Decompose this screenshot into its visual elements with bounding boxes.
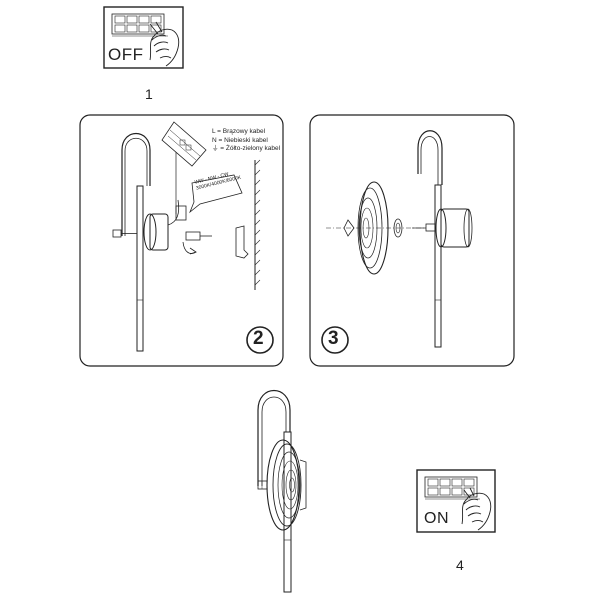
step3-lamp <box>326 130 473 348</box>
hand-icon <box>461 487 492 531</box>
step3-number: 3 <box>328 328 339 349</box>
step1-number: 1 <box>145 86 153 102</box>
step3-badge <box>321 326 349 354</box>
step3-panel <box>309 114 515 367</box>
on-switch-label: ON <box>424 510 449 527</box>
legend-line-n: N = Niebieski kabel <box>212 136 268 144</box>
step2-lamp <box>112 121 261 352</box>
wire-legend: L = Brązowy kabel N = Niebieski kabel ⏚ … <box>212 128 280 154</box>
step4-number: 4 <box>456 557 464 573</box>
step2-panel <box>79 114 284 367</box>
step2-badge <box>246 326 274 354</box>
assembled-lamp <box>257 389 307 593</box>
legend-line-l: L = Brązowy kabel <box>212 128 266 135</box>
hand-icon <box>149 21 180 67</box>
breaker-off-illustration <box>103 6 184 69</box>
step2-number: 2 <box>253 328 264 349</box>
legend-line-ground: ⏚ = Żółto-zielony kabel <box>212 145 281 152</box>
breaker-on-illustration <box>416 469 496 533</box>
off-switch-label: OFF <box>108 45 144 64</box>
